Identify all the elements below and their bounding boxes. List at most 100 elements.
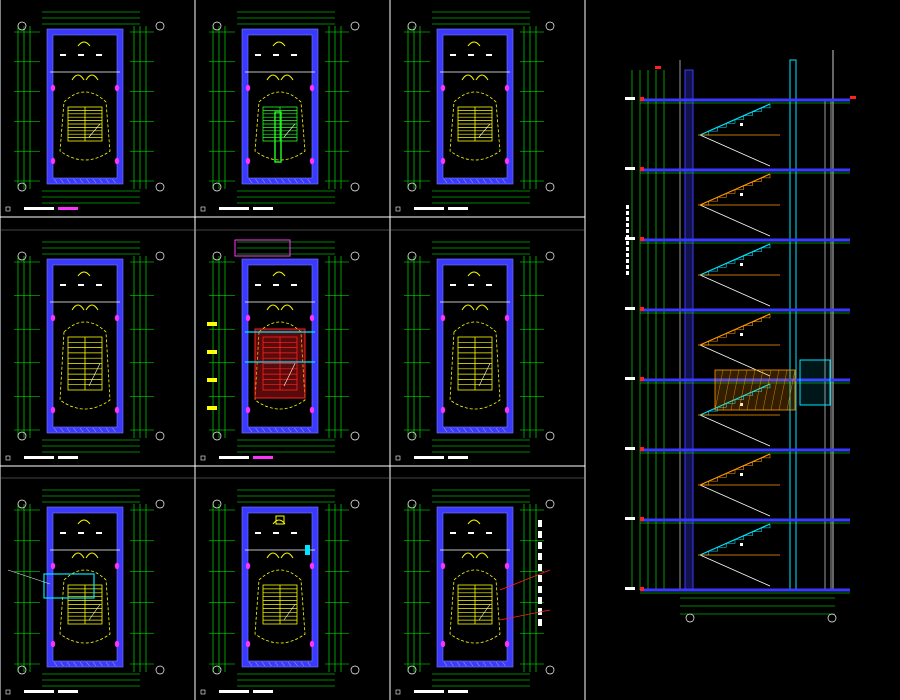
stair-arrow — [283, 604, 296, 621]
door-arc — [467, 41, 481, 47]
axis-bubble — [407, 182, 417, 192]
column-marker — [114, 84, 120, 92]
wall-inner — [442, 264, 508, 428]
title-text — [414, 207, 444, 210]
door-arc — [280, 552, 294, 559]
stair-step — [726, 329, 736, 334]
title-text — [414, 456, 444, 459]
level-text — [625, 517, 635, 520]
stair-step — [761, 314, 771, 319]
door-arc — [71, 552, 85, 559]
hatch — [443, 178, 448, 184]
axis-bubble — [545, 182, 555, 192]
stair-step — [743, 391, 753, 396]
stair-flight — [699, 274, 771, 307]
hatch — [456, 178, 461, 184]
red-leader — [499, 609, 551, 621]
stair-step — [743, 461, 753, 466]
axis-bubble — [212, 431, 222, 441]
stair-step — [752, 107, 762, 113]
dashed-enclosure — [449, 569, 501, 644]
text-tag — [255, 532, 261, 534]
axis-bubble — [545, 431, 555, 441]
yellow-note — [207, 378, 217, 382]
stair-flight — [699, 204, 771, 237]
stair-step — [752, 387, 762, 393]
stair-step — [752, 457, 762, 463]
hatch — [86, 427, 90, 433]
hatch — [92, 661, 97, 667]
red-leader — [499, 569, 551, 591]
hatch — [762, 369, 772, 411]
hatch — [86, 178, 90, 184]
plan-3 — [404, 11, 555, 204]
column-marker — [504, 562, 510, 570]
door-arc — [77, 519, 91, 525]
column-marker — [504, 157, 510, 165]
sheet-frame — [0, 0, 586, 700]
stair-flight — [699, 554, 771, 587]
title-mark — [200, 455, 206, 461]
axis-bubble — [212, 251, 222, 261]
column-marker — [309, 562, 315, 570]
text-tag — [291, 54, 297, 56]
column-marker — [440, 562, 446, 570]
axis-bubble — [17, 499, 27, 509]
stair-step — [743, 531, 753, 536]
door-arc — [266, 304, 280, 311]
note-text — [626, 271, 629, 275]
column-marker — [50, 314, 56, 322]
stair-step — [726, 539, 736, 544]
door-arc — [475, 74, 489, 81]
stair-step — [708, 407, 718, 412]
door-arc — [272, 271, 286, 277]
note-text — [538, 597, 542, 604]
hatch — [261, 178, 266, 184]
hatch — [463, 661, 467, 667]
hatch — [79, 178, 84, 184]
hatch — [489, 427, 493, 433]
hatch — [105, 178, 110, 184]
hatch — [450, 427, 454, 433]
stair-step — [717, 263, 727, 268]
hatch — [300, 178, 305, 184]
level-mark — [640, 167, 644, 171]
door-arc — [266, 74, 280, 81]
text-tag — [468, 284, 474, 286]
hatch — [476, 178, 480, 184]
text-tag — [450, 532, 456, 534]
axis-bubble — [350, 251, 360, 261]
hatch — [294, 427, 298, 433]
title-text — [253, 690, 273, 693]
wall — [47, 507, 123, 667]
axis-bubble — [212, 21, 222, 31]
column-marker — [114, 562, 120, 570]
stair-arrow — [283, 363, 296, 387]
axis-bubble — [350, 665, 360, 675]
hatch — [738, 369, 748, 411]
note-text — [626, 205, 629, 209]
level-mark — [640, 447, 644, 451]
hatch — [105, 427, 110, 433]
hatch — [469, 661, 474, 667]
dashed-enclosure — [449, 321, 501, 410]
hatch — [261, 427, 266, 433]
hatch — [778, 369, 788, 411]
dashed-enclosure — [449, 91, 501, 161]
level-text — [625, 307, 635, 310]
note-text — [626, 241, 629, 245]
hatch — [300, 661, 305, 667]
annotation-dot — [740, 543, 743, 546]
text-tag — [255, 284, 261, 286]
annotation-dot — [740, 333, 743, 336]
hatch — [770, 369, 780, 411]
axis-bubble — [545, 251, 555, 261]
title-text — [448, 207, 468, 210]
stair-step — [735, 255, 745, 260]
stair-step — [717, 403, 727, 408]
stair-step — [735, 535, 745, 540]
column-marker — [504, 84, 510, 92]
hatch — [482, 178, 487, 184]
door-arc — [71, 74, 85, 81]
stair-section-view — [625, 50, 856, 623]
